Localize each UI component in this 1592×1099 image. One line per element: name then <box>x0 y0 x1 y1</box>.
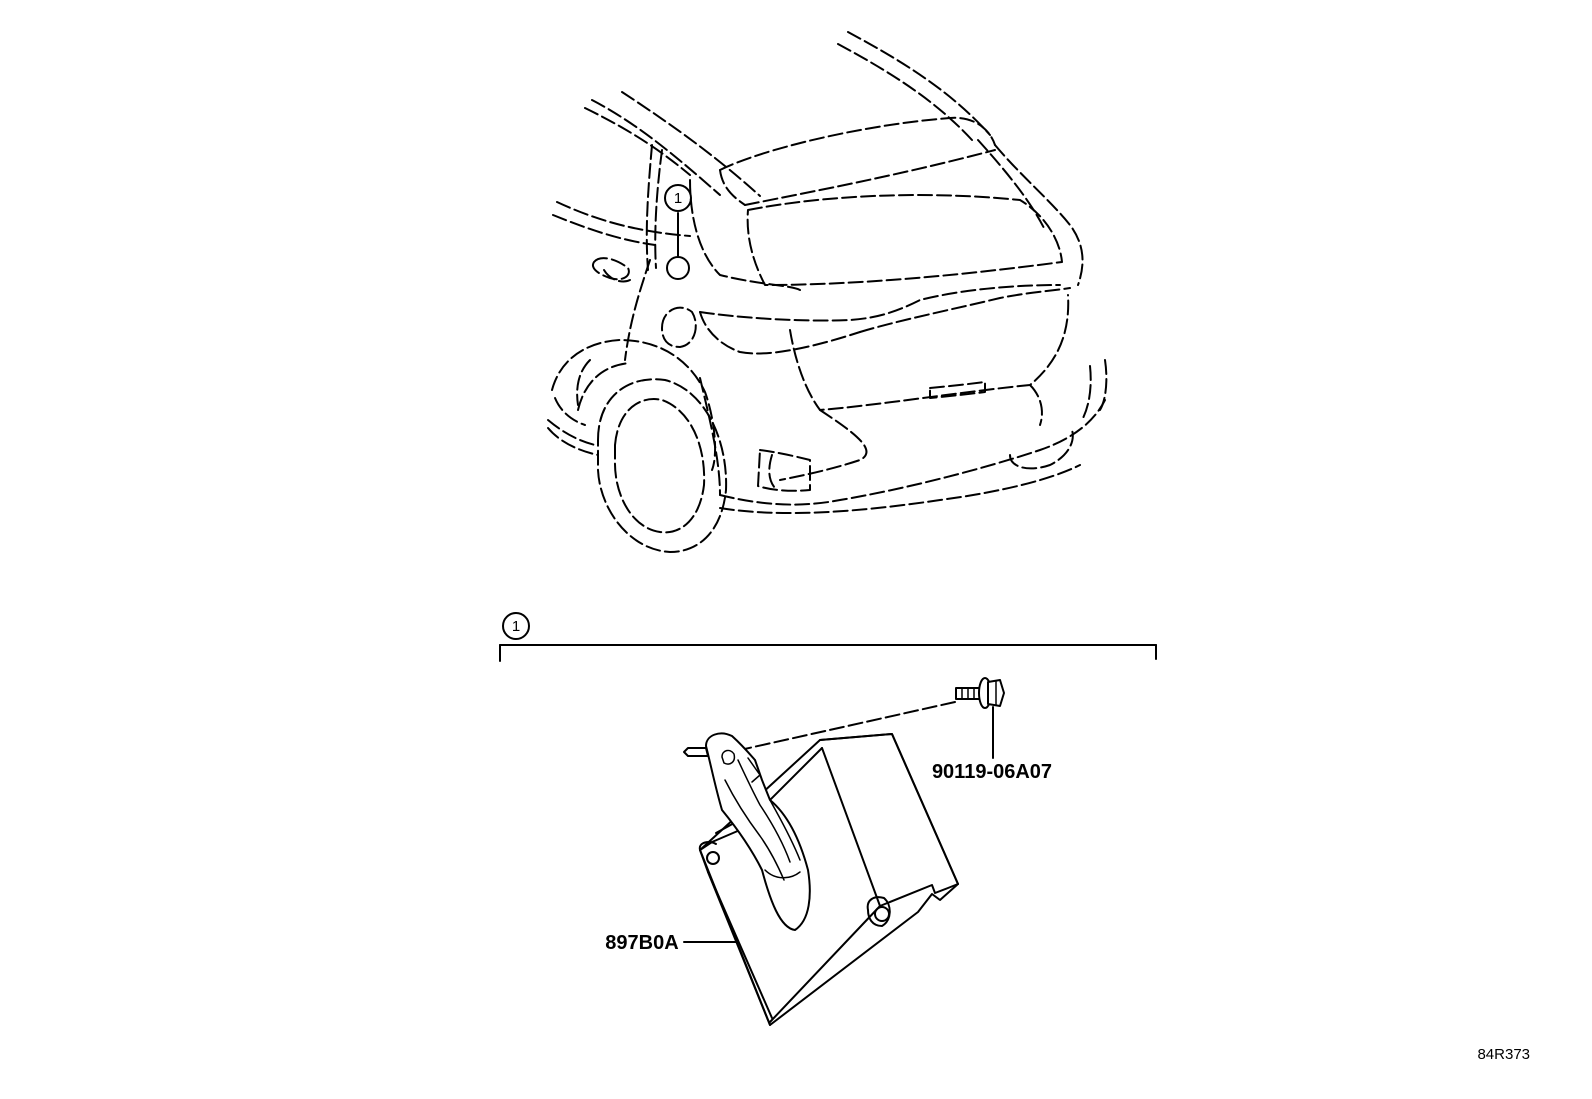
callout-1-vehicle-label: 1 <box>674 190 682 207</box>
group-bracket <box>499 644 1157 662</box>
bolt-alignment-line <box>739 701 956 751</box>
drawing-id: 84R373 <box>1477 1046 1530 1063</box>
vehicle-rear-view <box>547 31 1108 553</box>
callout-1-group: 1 <box>502 612 530 640</box>
callout-1-group-label: 1 <box>512 618 520 635</box>
mounting-bracket <box>683 732 811 931</box>
bolt-part-number: 90119-06A07 <box>932 761 1052 783</box>
callout-1-vehicle: 1 <box>664 184 692 212</box>
ecu-part-number: 897B0A <box>605 932 678 954</box>
bolt-part <box>955 677 1005 709</box>
location-marker <box>666 212 690 280</box>
